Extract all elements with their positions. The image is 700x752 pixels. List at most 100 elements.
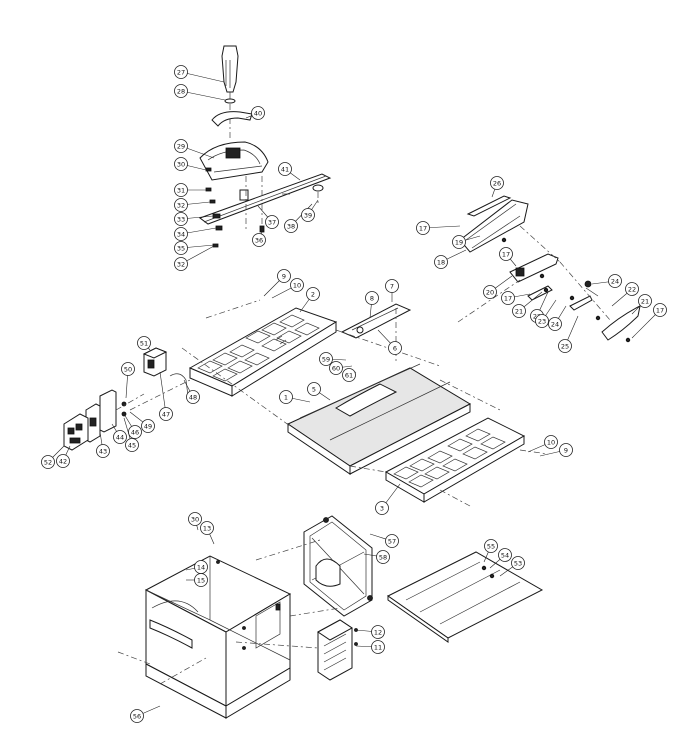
callout-number: 23	[538, 318, 546, 326]
callout-bubble	[41, 455, 55, 469]
callout-bubble	[141, 419, 155, 433]
callout-bubble	[174, 241, 188, 255]
callout-number: 20	[486, 289, 494, 297]
callout-c59: 59	[319, 352, 347, 366]
callout-number: 48	[189, 394, 197, 402]
callout-c30: 30	[174, 157, 207, 171]
callout-c45: 45	[123, 417, 139, 452]
callout-number: 17	[504, 295, 512, 303]
callout-number: 17	[419, 225, 427, 233]
callout-number: 13	[203, 525, 211, 533]
callout-number: 60	[332, 365, 340, 373]
callout-bubble	[371, 625, 385, 639]
callout-bubble	[278, 162, 292, 176]
callout-c54: 54	[489, 548, 512, 569]
callout-number: 25	[561, 343, 569, 351]
callout-bubble	[194, 573, 208, 587]
table-insert	[340, 303, 412, 339]
callout-c23: 23	[535, 299, 557, 328]
callout-number: 26	[493, 180, 501, 188]
callout-bubble	[277, 269, 291, 283]
callout-number: 14	[197, 564, 205, 572]
callout-c19: 19	[452, 235, 481, 249]
callout-c46: 46	[123, 413, 142, 439]
callout-number: 15	[197, 577, 205, 585]
callout-c17c: 17	[501, 291, 531, 305]
left-wing-ribs	[197, 314, 320, 382]
callout-bubble	[290, 278, 304, 292]
callout-bubble	[186, 390, 200, 404]
leader-line	[180, 90, 226, 101]
callout-number: 7	[390, 283, 394, 291]
callout-bubble	[174, 257, 188, 271]
callout-c31: 31	[174, 183, 206, 197]
callout-number: 11	[374, 644, 382, 652]
motor-plate	[303, 515, 373, 617]
callout-c44: 44	[111, 423, 127, 444]
callout-bubble	[174, 183, 188, 197]
callout-c41: 41	[278, 162, 301, 181]
callout-bubble	[376, 550, 390, 564]
callout-number: 57	[388, 538, 396, 546]
callout-number: 53	[514, 560, 522, 568]
callout-bubble	[174, 139, 188, 153]
callout-c3: 3	[375, 483, 401, 515]
motor-cover	[317, 619, 358, 681]
callout-bubble	[484, 539, 498, 553]
callout-number: 28	[177, 88, 185, 96]
callout-bubble	[174, 212, 188, 226]
callout-number: 58	[379, 554, 387, 562]
callout-c17d: 17	[631, 303, 667, 339]
callout-bubble	[483, 285, 497, 299]
callout-number: 51	[140, 340, 148, 348]
callout-number: 42	[59, 458, 67, 466]
callout-c34: 34	[174, 227, 217, 241]
callout-bubble	[174, 65, 188, 79]
callout-bubble	[301, 208, 315, 222]
callout-c32a: 32	[174, 198, 211, 212]
callout-number: 30	[191, 516, 199, 524]
callout-c42: 42	[56, 445, 71, 468]
callout-c37: 37	[257, 205, 279, 229]
callout-c17a: 17	[416, 221, 461, 235]
callout-c15: 15	[186, 573, 208, 587]
callout-c17b: 17	[499, 247, 517, 267]
callout-c50: 50	[121, 362, 135, 399]
callout-bubble	[365, 291, 379, 305]
callout-number: 10	[547, 439, 555, 447]
callout-bubble	[113, 430, 127, 444]
leader-line	[180, 71, 225, 83]
callout-number: 12	[374, 629, 382, 637]
blade-guard-assembly	[459, 195, 641, 343]
callout-c6: 6	[377, 329, 402, 355]
callout-bubble	[200, 521, 214, 535]
callout-bubble	[511, 556, 525, 570]
callout-number: 43	[99, 448, 107, 456]
callout-number: 29	[177, 143, 185, 151]
callout-number: 41	[281, 166, 289, 174]
callout-c60: 60	[329, 361, 353, 375]
callout-bubble	[174, 198, 188, 212]
callout-number: 8	[370, 295, 374, 303]
callout-number: 17	[656, 307, 664, 315]
callout-number: 59	[322, 356, 330, 364]
switch-assembly	[63, 347, 191, 451]
callout-c5: 5	[307, 382, 331, 401]
callout-number: 32	[177, 261, 185, 269]
callout-c53: 53	[499, 556, 525, 577]
callout-c57: 57	[369, 533, 399, 548]
callout-number: 27	[177, 69, 185, 77]
callout-c43: 43	[96, 431, 110, 458]
callout-c35: 35	[174, 241, 215, 255]
callout-bubble	[535, 314, 549, 328]
callout-bubble	[128, 425, 142, 439]
callout-bubble	[279, 390, 293, 404]
callout-bubble	[452, 235, 466, 249]
callout-bubble	[319, 352, 333, 366]
callout-bubble	[512, 304, 526, 318]
callout-number: 35	[177, 245, 185, 253]
callout-c24a: 24	[548, 305, 567, 331]
callout-bubble	[375, 501, 389, 515]
callout-c39: 39	[301, 199, 319, 222]
